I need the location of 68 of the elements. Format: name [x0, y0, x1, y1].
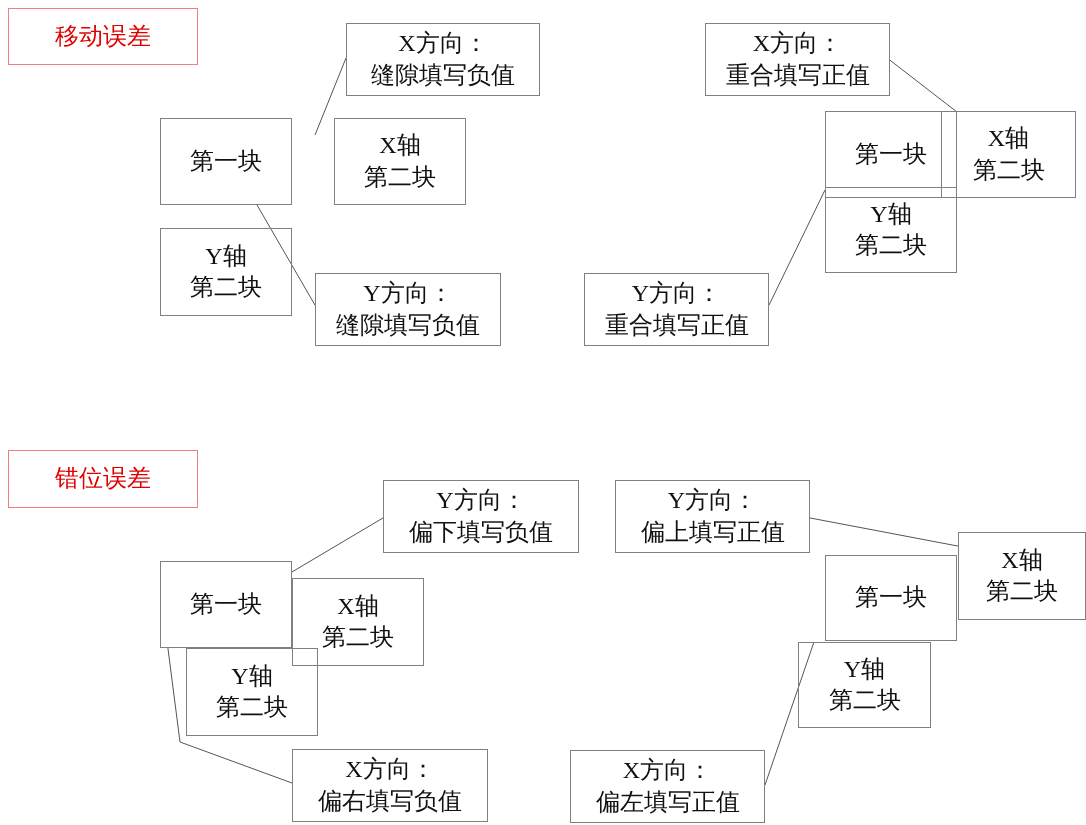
- title-box: [8, 8, 198, 65]
- block-box: [941, 111, 1076, 198]
- leader-line: [764, 641, 815, 786]
- callout-text: 偏上填写正值: [640, 517, 785, 547]
- callout-text: 偏右填写负值: [318, 786, 462, 816]
- leader-line: [291, 517, 384, 573]
- callout-text: X方向：: [398, 29, 488, 59]
- block-label: 第二块: [855, 231, 927, 260]
- block-box: [160, 118, 292, 205]
- callout-text: 偏左填写正值: [595, 787, 740, 817]
- block-label: 第二块: [190, 273, 262, 302]
- block-box: [798, 642, 931, 728]
- callout-box: [615, 480, 810, 553]
- callout-text: Y方向：: [363, 279, 453, 309]
- callout-text: 缝隙填写负值: [336, 310, 480, 340]
- leader-line: [889, 59, 957, 112]
- title-text: 错位误差: [55, 464, 151, 494]
- callout-text: Y方向：: [631, 279, 722, 309]
- block-label: 第二块: [322, 623, 394, 652]
- block-label: 第一块: [855, 583, 927, 613]
- block-label: 第一块: [190, 589, 262, 619]
- block-box: [825, 187, 957, 273]
- block-box: [160, 228, 292, 316]
- block-box: [958, 532, 1086, 620]
- block-label: X轴: [987, 124, 1030, 154]
- leader-line: [768, 189, 826, 306]
- block-box: [186, 648, 318, 736]
- block-label: 第二块: [364, 162, 436, 192]
- block-label: 第二块: [216, 693, 288, 722]
- block-label: Y轴: [870, 199, 912, 229]
- block-box: [334, 118, 466, 205]
- callout-text: 缝隙填写负值: [371, 60, 515, 90]
- callout-text: Y方向：: [436, 486, 526, 516]
- block-label: Y轴: [231, 661, 273, 691]
- callout-text: X方向：: [622, 756, 713, 786]
- leader-line: [256, 204, 316, 306]
- block-label: 第一块: [855, 139, 927, 169]
- block-box: [292, 578, 424, 666]
- leader-line: [809, 517, 959, 547]
- callout-text: 重合填写正值: [725, 60, 870, 90]
- callout-box: [705, 23, 890, 96]
- block-label: 第二块: [972, 155, 1045, 185]
- leader-line: [167, 647, 293, 784]
- block-label: Y轴: [843, 654, 886, 684]
- title-box: [8, 450, 198, 508]
- callout-box: [383, 480, 579, 553]
- callout-box: [346, 23, 540, 96]
- block-box: [160, 561, 292, 648]
- callout-text: 重合填写正值: [604, 310, 749, 340]
- callout-text: Y方向：: [667, 486, 758, 516]
- block-label: 第一块: [190, 146, 262, 176]
- callout-box: [570, 750, 765, 823]
- callout-text: X方向：: [752, 29, 843, 59]
- block-label: X轴: [379, 131, 421, 161]
- callout-box: [315, 273, 501, 346]
- block-label: Y轴: [205, 241, 247, 271]
- callout-box: [292, 749, 488, 822]
- block-box: [825, 111, 957, 198]
- title-text: 移动误差: [55, 21, 151, 51]
- block-label: X轴: [337, 591, 379, 621]
- block-label: X轴: [1001, 545, 1043, 575]
- callout-text: 偏下填写负值: [409, 517, 553, 547]
- callout-box: [584, 273, 769, 346]
- block-label: 第二块: [828, 686, 901, 715]
- block-box: [825, 555, 957, 641]
- block-label: 第二块: [986, 577, 1058, 606]
- leader-line: [314, 57, 347, 136]
- callout-text: X方向：: [345, 755, 435, 785]
